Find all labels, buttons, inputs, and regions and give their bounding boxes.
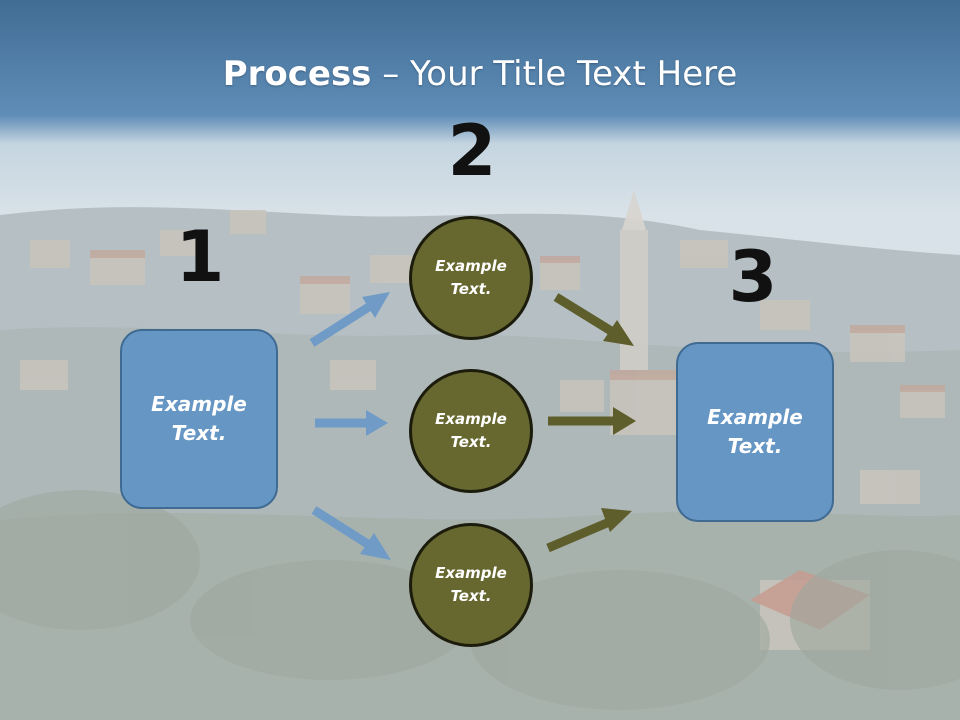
- arrow-circle-1-to-box-3: [553, 293, 619, 338]
- step-3-box: Example Text.: [676, 342, 834, 522]
- arrow-head-olive-right: [613, 407, 636, 435]
- step-1-box: Example Text.: [120, 329, 278, 509]
- step-2-circle-3: Example Text.: [409, 523, 533, 647]
- step-2-circle-2: Example Text.: [409, 369, 533, 493]
- title-bold: Process: [222, 54, 372, 94]
- step-3-label: Example Text.: [707, 405, 803, 458]
- arrow-head-right: [366, 410, 388, 436]
- step-number-1: 1: [175, 216, 225, 298]
- arrow-up-to-circle-1: [309, 299, 378, 347]
- olive-arrows: [546, 293, 636, 553]
- step-number-2: 2: [447, 110, 497, 192]
- arrow-circle-3-to-box-3: [546, 515, 616, 553]
- arrow-head-down: [360, 533, 391, 560]
- slide-title: Process – Your Title Text Here: [0, 52, 960, 96]
- step-2-label-1: Example Text.: [435, 257, 507, 298]
- arrow-down-to-circle-3: [311, 506, 377, 552]
- step-2-circle-1: Example Text.: [409, 216, 533, 340]
- arrow-head-olive-down: [603, 320, 634, 346]
- arrow-head-up: [362, 292, 390, 318]
- blue-arrows: [309, 292, 391, 560]
- arrow-head-olive-up: [601, 508, 632, 532]
- step-number-3: 3: [728, 236, 778, 318]
- title-rest: – Your Title Text Here: [371, 54, 738, 94]
- step-1-label: Example Text.: [151, 392, 247, 445]
- step-2-label-3: Example Text.: [435, 564, 507, 605]
- step-2-label-2: Example Text.: [435, 410, 507, 451]
